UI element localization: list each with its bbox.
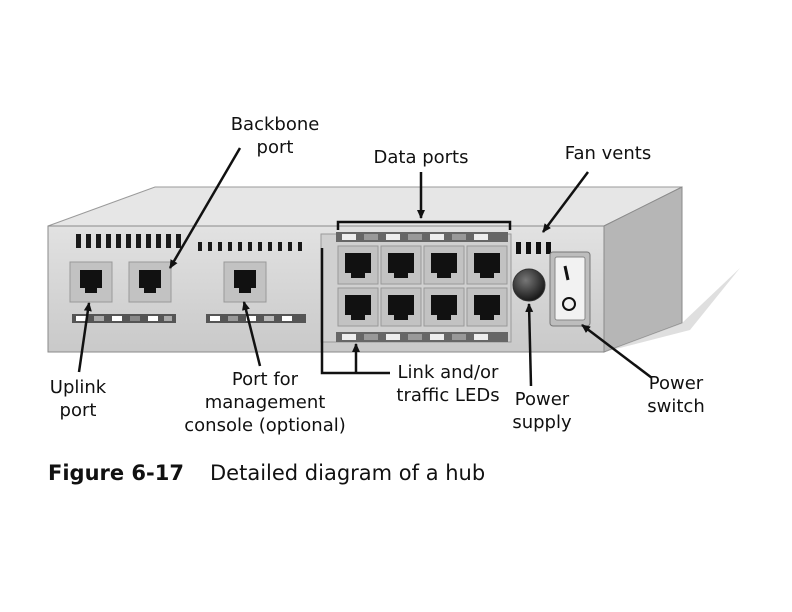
data-port bbox=[380, 287, 422, 327]
management-console-port bbox=[223, 261, 267, 303]
data-led-strip-top bbox=[336, 232, 508, 242]
data-port bbox=[380, 245, 422, 285]
data-port bbox=[337, 287, 379, 327]
data-port bbox=[423, 245, 465, 285]
figure-title: Detailed diagram of a hub bbox=[210, 461, 486, 485]
uplink-port bbox=[69, 261, 113, 303]
data-port bbox=[337, 245, 379, 285]
power-switch-graphic bbox=[549, 251, 591, 327]
power-supply-button bbox=[512, 268, 546, 302]
fan-vent-slots bbox=[516, 242, 551, 254]
data-ports-label: Data ports bbox=[373, 147, 469, 168]
data-port bbox=[466, 245, 508, 285]
figure-number: Figure 6-17 bbox=[48, 461, 184, 485]
hub-top-face bbox=[47, 186, 683, 227]
data-ports bbox=[337, 245, 508, 327]
data-port bbox=[423, 287, 465, 327]
fan-vents-label: Fan vents bbox=[564, 143, 652, 164]
management-led-strip bbox=[206, 314, 306, 323]
figure-caption: Figure 6-17 Detailed diagram of a hub bbox=[48, 461, 485, 485]
left-led-strip bbox=[72, 314, 176, 323]
front-vents bbox=[76, 234, 302, 251]
backbone-port bbox=[128, 261, 172, 303]
data-led-strip-bottom bbox=[336, 332, 508, 342]
pointer-lines bbox=[77, 147, 653, 387]
data-port bbox=[466, 287, 508, 327]
